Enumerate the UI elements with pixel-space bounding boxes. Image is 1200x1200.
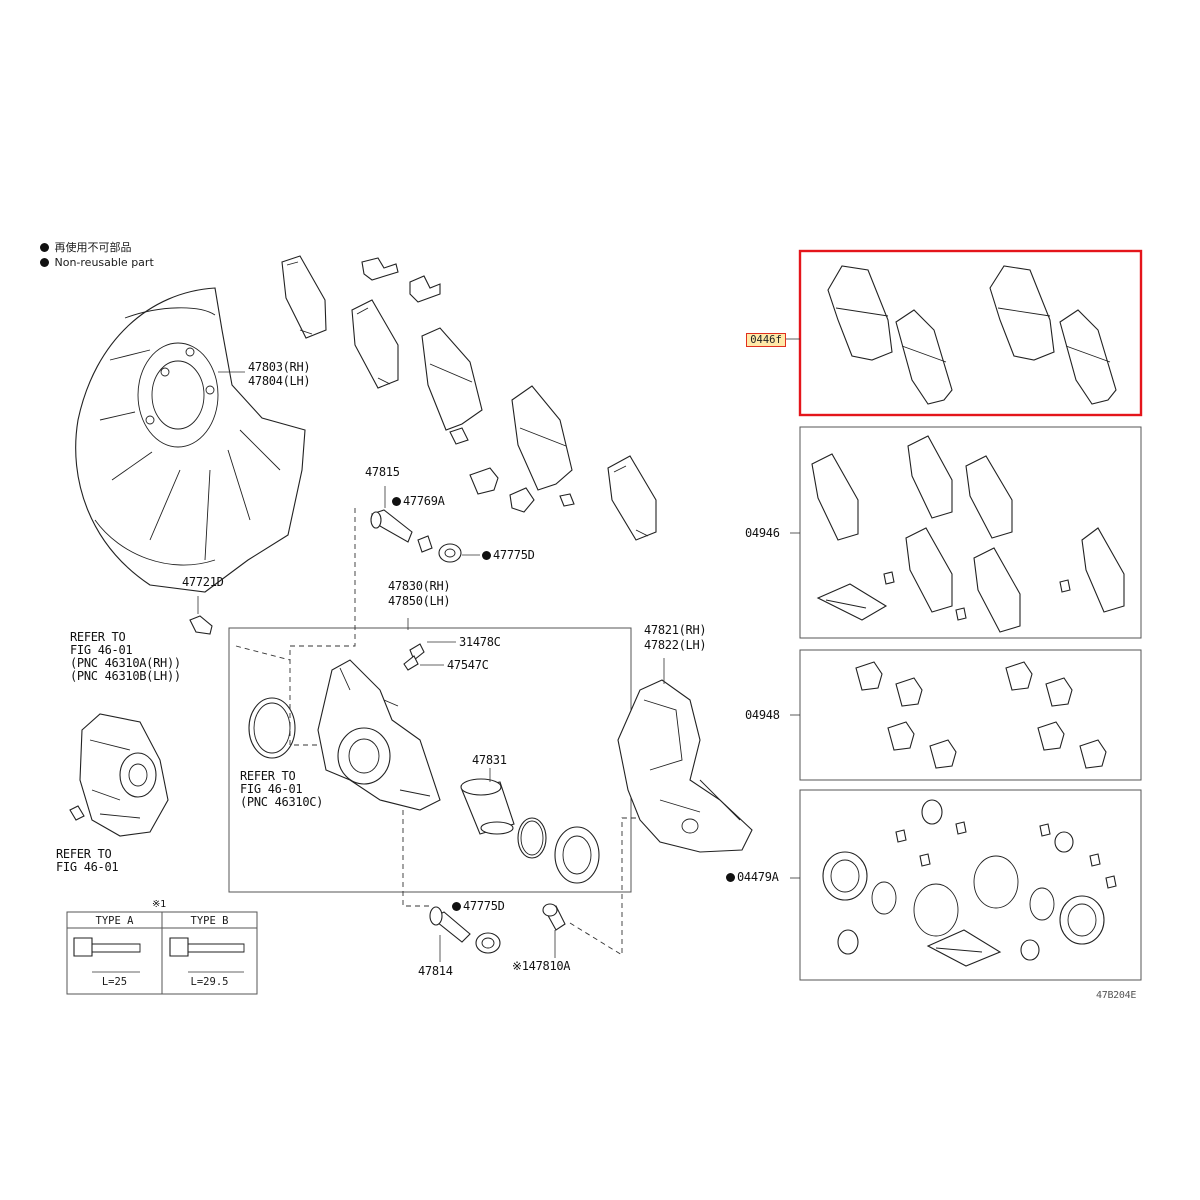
callout-47815[interactable]: 47815 xyxy=(365,465,400,479)
callout-47803[interactable]: 47803(RH) xyxy=(248,360,311,374)
kit-clips xyxy=(790,649,1142,781)
kit-pads-highlighted xyxy=(784,249,1143,417)
lower-bolts xyxy=(429,903,566,962)
callout-47821[interactable]: 47821(RH) xyxy=(644,623,707,637)
callout-04466-highlighted[interactable]: 0446f xyxy=(746,333,786,347)
non-reusable-dot-icon xyxy=(482,551,491,560)
refer-note-bottom[interactable]: REFER TO FIG 46-01 xyxy=(56,847,119,874)
callout-47547C[interactable]: 47547C xyxy=(447,658,489,672)
legend-en: Non-reusable part xyxy=(54,256,154,269)
guide-pin-47815 xyxy=(370,486,480,563)
type-b-length: L=29.5 xyxy=(190,976,229,988)
callout-47775D-bottom[interactable]: 47775D xyxy=(452,900,505,913)
type-table-note: ※1 xyxy=(152,899,166,910)
type-a-header: TYPE A xyxy=(95,915,134,927)
non-reusable-dot-icon xyxy=(40,258,49,267)
non-reusable-dot-icon xyxy=(40,243,49,252)
dust-shield xyxy=(75,287,306,593)
callout-04946[interactable]: 04946 xyxy=(745,526,780,540)
callout-47804[interactable]: 47804(LH) xyxy=(248,374,311,388)
callout-04948[interactable]: 04948 xyxy=(745,708,780,722)
caliper-body xyxy=(228,508,640,956)
refer-note-middle[interactable]: REFER TO FIG 46-01 (PNC 46310C) xyxy=(240,769,324,809)
callout-47721D[interactable]: 47721D xyxy=(182,575,224,589)
non-reusable-dot-icon xyxy=(452,902,461,911)
callout-47822[interactable]: 47822(LH) xyxy=(644,638,707,652)
callout-04479A[interactable]: 04479A xyxy=(726,871,779,884)
kit-seals xyxy=(790,789,1142,981)
callout-31478C[interactable]: 31478C xyxy=(459,635,501,649)
non-reusable-dot-icon xyxy=(726,873,735,882)
figure-id: 47B204E xyxy=(1096,990,1137,1001)
type-table: TYPE A TYPE B L=25 L=29.5 xyxy=(67,912,257,994)
type-table-drawings xyxy=(66,911,258,995)
type-a-length: L=25 xyxy=(101,976,128,988)
legend-jp: 再使用不可部品 xyxy=(54,241,132,254)
callout-47775D-top[interactable]: 47775D xyxy=(482,549,535,562)
kit-shims xyxy=(790,426,1142,639)
callout-47830[interactable]: 47830(RH) xyxy=(388,579,451,593)
callout-47810A[interactable]: ※147810A xyxy=(512,959,571,973)
non-reusable-dot-icon xyxy=(392,497,401,506)
exploded-pads-upper xyxy=(281,255,657,541)
callout-47850[interactable]: 47850(LH) xyxy=(388,594,451,608)
bleeder-screw xyxy=(189,596,213,635)
mounting-bracket xyxy=(617,658,753,853)
type-b-header: TYPE B xyxy=(190,915,229,927)
refer-note-top[interactable]: REFER TO FIG 46-01 (PNC 46310A(RH)) (PNC… xyxy=(70,630,181,683)
callout-47831[interactable]: 47831 xyxy=(472,753,507,767)
caliper-assembly-ref xyxy=(69,713,169,837)
callout-47814[interactable]: 47814 xyxy=(418,964,453,978)
legend: 再使用不可部品 Non-reusable part xyxy=(40,240,154,270)
callout-47769A[interactable]: 47769A xyxy=(392,495,445,508)
